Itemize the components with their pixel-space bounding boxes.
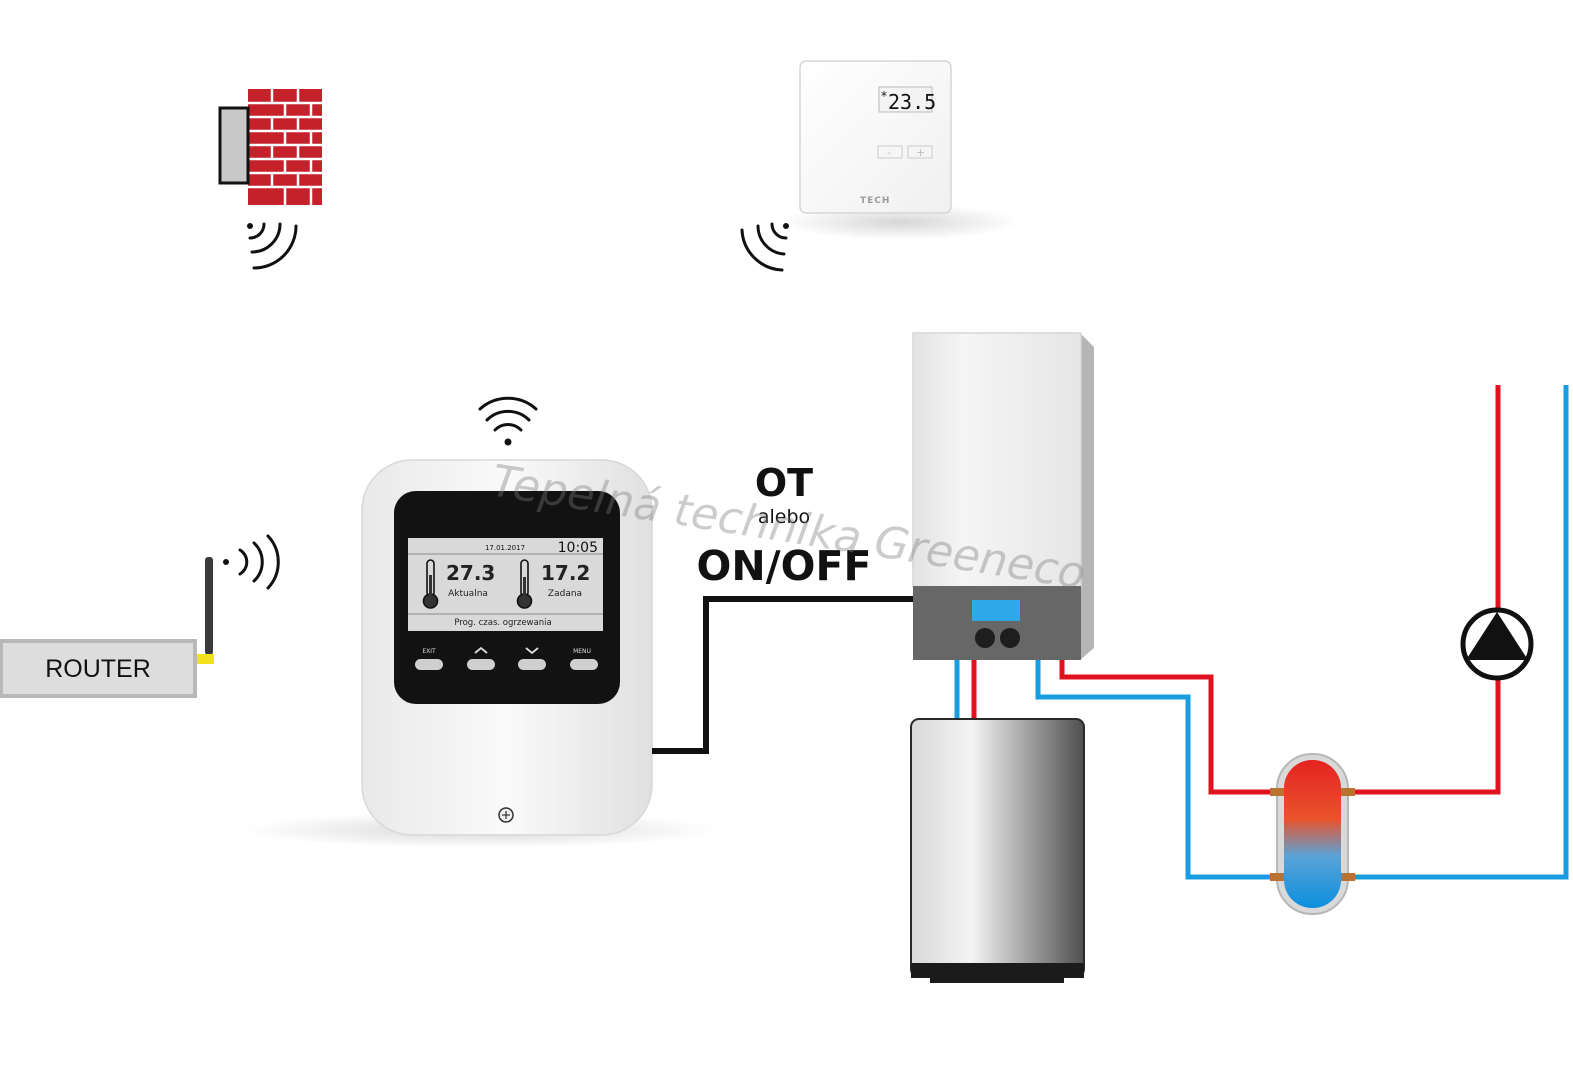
hot-water-tank xyxy=(910,718,1085,983)
router-body xyxy=(0,639,197,698)
router-label: ROUTER xyxy=(45,655,151,683)
circuit-hot-pipe xyxy=(1340,385,1501,795)
down-arrow-icon xyxy=(525,647,539,655)
thermostat-minus-button[interactable] xyxy=(877,145,903,159)
window-sensor xyxy=(218,89,322,270)
room-thermostat: * 23.5 - + TECH xyxy=(740,60,1020,272)
boiler-knob[interactable] xyxy=(975,628,995,648)
boiler-side xyxy=(1080,333,1094,660)
wireless-signal-icon xyxy=(740,222,789,272)
thermostat-display xyxy=(878,86,933,113)
controller-buttons: EXIT MENU xyxy=(415,646,598,670)
brick-wall-icon xyxy=(248,89,322,205)
wifi-icon xyxy=(478,396,538,446)
controller-program-label: Prog. czas. ogrzewania xyxy=(454,618,551,628)
circulation-pump-icon xyxy=(1460,607,1534,681)
boiler-display xyxy=(972,600,1020,621)
wireless-signal-icon xyxy=(247,222,298,270)
pipes xyxy=(954,385,1569,880)
menu-button-label: MENU xyxy=(573,648,591,655)
router-antenna-tip xyxy=(197,654,214,664)
buffer-hot-pipe xyxy=(1059,658,1290,795)
controller: 17.01.2017 10:05 27.3 Aktualna 17.2 Zada… xyxy=(240,396,720,848)
connection-label-ot: OT xyxy=(755,461,813,505)
router: ROUTER xyxy=(0,534,280,698)
boiler-body xyxy=(912,332,1082,588)
tank-base xyxy=(911,963,1084,978)
tank-body xyxy=(910,718,1085,978)
menu-button[interactable] xyxy=(570,659,598,670)
down-button[interactable] xyxy=(518,659,546,670)
exit-button-label: EXIT xyxy=(422,648,436,655)
router-antenna-icon xyxy=(205,557,213,655)
controller-set-label: Zadana xyxy=(548,589,582,599)
exit-button[interactable] xyxy=(415,659,443,670)
thermostat-brand: TECH xyxy=(860,196,890,206)
thermostat-display-value: 23.5 xyxy=(888,90,936,114)
control-cable xyxy=(652,596,915,754)
boiler-knob[interactable] xyxy=(1000,628,1020,648)
up-arrow-icon xyxy=(474,646,488,654)
circuit-cold-pipe xyxy=(1340,385,1569,880)
thermostat-body xyxy=(799,60,952,214)
window-frame-icon xyxy=(218,106,250,185)
screw-icon xyxy=(498,807,514,823)
controller-current-temp: 27.3 xyxy=(446,561,495,585)
thermometer-icon xyxy=(516,559,533,609)
buffer-inner xyxy=(1284,760,1341,908)
thermometer-icon xyxy=(422,559,439,609)
controller-current-label: Aktualna xyxy=(448,589,488,599)
thermostat-minus-label: - xyxy=(887,146,891,159)
controller-date: 17.01.2017 xyxy=(485,544,525,552)
connection-label-onoff: ON/OFF xyxy=(696,542,871,590)
controller-time: 10:05 xyxy=(558,540,598,556)
thermostat-display-prefix: * xyxy=(881,89,887,103)
connection-label-or: alebo xyxy=(758,506,810,528)
up-button[interactable] xyxy=(467,659,495,670)
wireless-signal-icon xyxy=(223,534,280,590)
boiler-control-panel xyxy=(913,586,1081,660)
buffer-cold-pipe xyxy=(1035,658,1290,880)
controller-set-temp: 17.2 xyxy=(541,561,590,585)
thermostat-plus-button[interactable] xyxy=(907,145,933,159)
buffer-tank xyxy=(1270,753,1355,915)
thermostat-plus-label: + xyxy=(916,146,925,159)
boiler xyxy=(912,332,1094,660)
